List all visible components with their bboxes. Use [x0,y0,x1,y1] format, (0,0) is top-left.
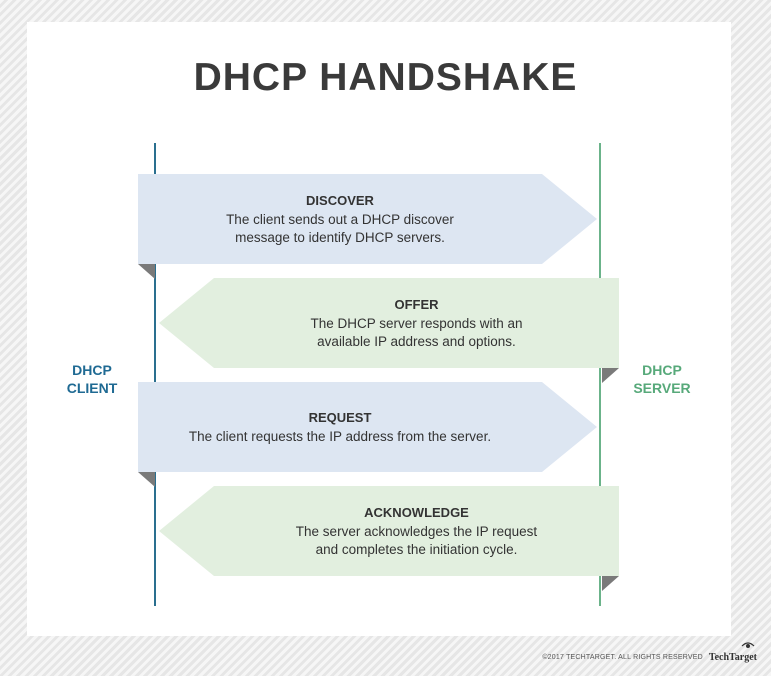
request-title: REQUEST [308,409,372,425]
offer-title: OFFER [394,296,439,312]
discover-title: DISCOVER [306,192,374,208]
offer-desc-line1: The DHCP server responds with an [310,315,523,331]
client-label-line2: CLIENT [66,380,118,396]
offer-desc-line2: available IP address and options. [317,333,516,349]
server-label-line2: SERVER [633,380,691,396]
eye-icon [741,642,755,648]
discover-arrow: DISCOVER The client sends out a DHCP dis… [138,174,597,264]
server-label: DHCP SERVER [626,361,698,397]
request-desc-line1: The client requests the IP address from … [188,428,492,444]
offer-arrow: OFFER The DHCP server responds with an a… [159,278,619,368]
acknowledge-arrow: ACKNOWLEDGE The server acknowledges the … [159,486,619,576]
brand-name: TechTarget [708,652,757,663]
discover-desc-line2: message to identify DHCP servers. [235,229,445,245]
acknowledge-desc-line2: and completes the initiation cycle. [315,541,518,557]
client-label-line1: DHCP [72,362,112,378]
request-arrow: REQUEST The client requests the IP addre… [138,382,597,472]
footer: ©2017 TECHTARGET. ALL RIGHTS RESERVED Te… [542,642,757,663]
discover-desc-line1: The client sends out a DHCP discover [226,211,454,227]
acknowledge-desc-line1: The server acknowledges the IP request [295,523,538,539]
server-lifeline [599,143,601,606]
client-lifeline [154,143,156,606]
brand-logo: TechTarget [708,642,757,663]
server-label-line1: DHCP [642,362,682,378]
acknowledge-title: ACKNOWLEDGE [364,504,469,520]
diagram-title: DHCP HANDSHAKE [193,56,578,99]
client-label: DHCP CLIENT [56,361,128,397]
copyright-text: ©2017 TECHTARGET. ALL RIGHTS RESERVED [542,654,703,661]
